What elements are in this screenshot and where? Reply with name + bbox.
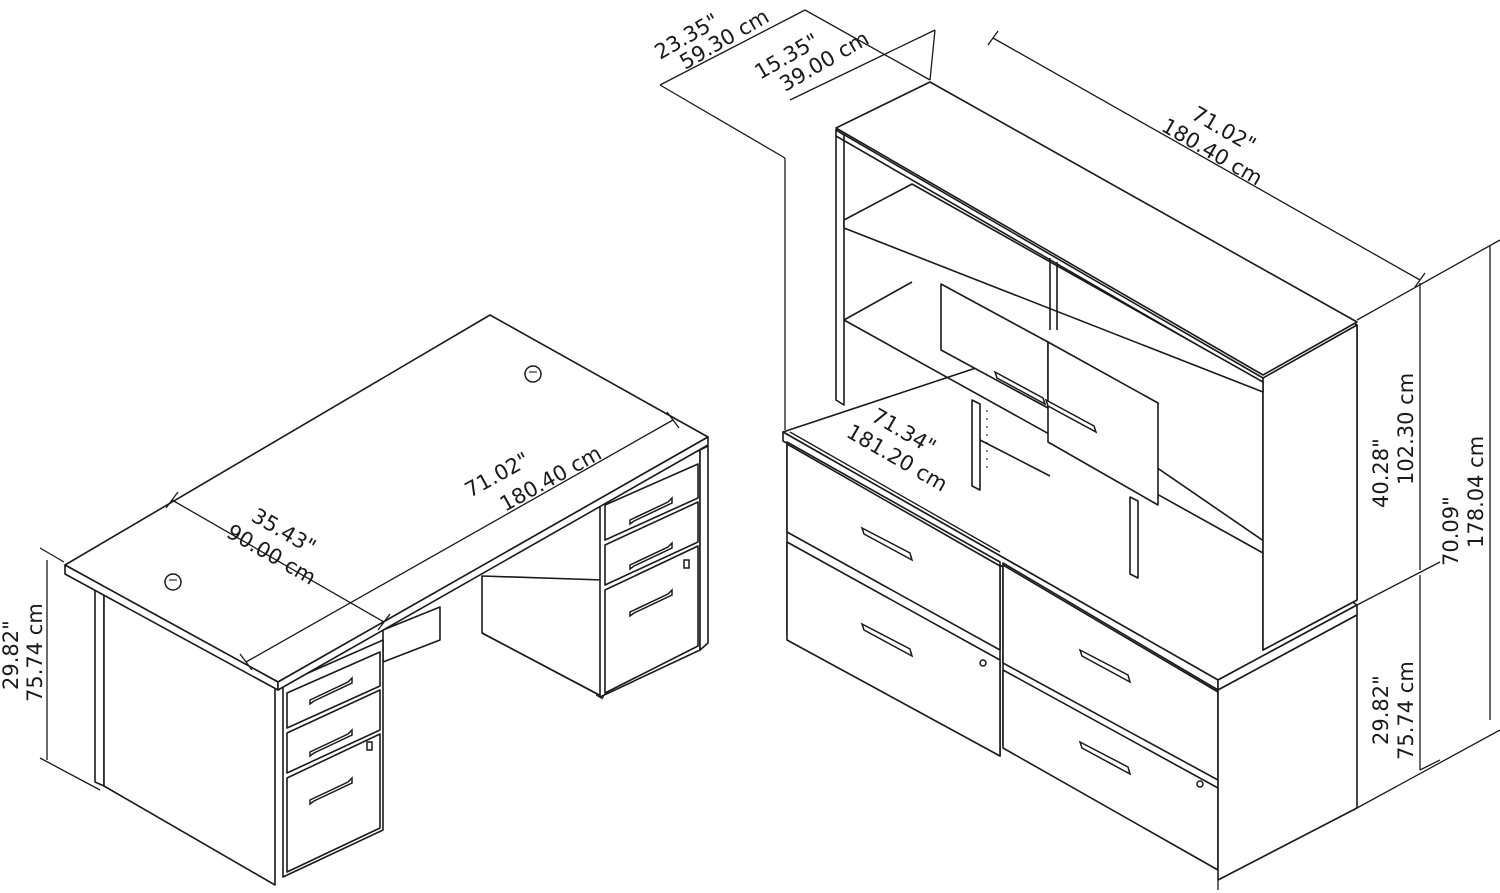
desk-left-handle-1 bbox=[309, 676, 353, 706]
desk-left-panel-leg bbox=[94, 585, 105, 787]
desk-width-dimension-line bbox=[239, 411, 680, 671]
desk-height-inches: 29.82" bbox=[0, 620, 23, 690]
hutch-height-inches: 40.28" bbox=[1369, 438, 1393, 508]
hutch-credenza-drawing: 23.35" 59.30 cm 15.35" 39.00 cm 71.02" 1… bbox=[651, 4, 1500, 890]
total-height-cm: 178.04 cm bbox=[1464, 436, 1488, 548]
desk-left-drawer-file bbox=[286, 733, 381, 873]
credenza-right-handle-2 bbox=[1078, 740, 1132, 776]
hutch-door-right bbox=[1047, 341, 1159, 506]
desk-grommet-front-icon bbox=[164, 573, 182, 591]
desk-grommet-back-icon bbox=[524, 365, 542, 383]
credenza-left-lock-icon bbox=[979, 659, 987, 667]
desk-right-leg bbox=[699, 445, 709, 651]
total-height-inches: 70.09" bbox=[1439, 496, 1463, 566]
hutch-height-cm: 102.30 cm bbox=[1394, 373, 1418, 485]
desk-height-dimension-line bbox=[39, 547, 101, 791]
credenza-right-handle-1 bbox=[1078, 648, 1132, 684]
desk-drawing: 71.02" 180.40 cm 35.43" 90.00 cm 29.82" … bbox=[0, 314, 709, 886]
desk-left-handle-2 bbox=[309, 728, 353, 758]
desk-depth-dimension-line bbox=[165, 491, 391, 631]
desk-right-handle-3 bbox=[629, 588, 673, 618]
credenza-height-cm: 75.74 cm bbox=[1394, 661, 1418, 760]
hutch-dimension-lines bbox=[659, 9, 1500, 890]
hutch-lower-divider bbox=[1129, 496, 1139, 579]
hutch-door-right-handle bbox=[1044, 398, 1098, 434]
credenza-left-handle-1 bbox=[860, 526, 914, 562]
hutch-center-divider bbox=[971, 399, 981, 491]
desk-left-lock-icon bbox=[366, 741, 373, 751]
desk-right-handle-2 bbox=[629, 541, 673, 571]
hutch-upper-shelf bbox=[843, 183, 1264, 393]
desk-right-drawer-top bbox=[604, 463, 699, 541]
desk-right-drawer-file bbox=[604, 545, 699, 694]
desk-right-drawer-middle bbox=[604, 501, 699, 586]
desk-height-cm: 75.74 cm bbox=[23, 603, 47, 702]
desk-back-pedestal bbox=[481, 575, 604, 698]
desk-left-handle-3 bbox=[309, 776, 353, 806]
credenza-left-drawer-bottom bbox=[786, 541, 1001, 757]
hutch-right-side bbox=[1262, 324, 1358, 651]
hutch-top bbox=[835, 81, 1358, 376]
desk-right-handle-1 bbox=[629, 496, 673, 526]
desk-top-edge-right bbox=[277, 436, 709, 691]
hutch-door-left-handle bbox=[993, 370, 1047, 406]
credenza-right-lock-icon bbox=[1196, 780, 1204, 788]
hutch-left-side bbox=[835, 129, 845, 406]
desk-right-lock-icon bbox=[683, 559, 690, 569]
credenza-height-inches: 29.82" bbox=[1369, 675, 1393, 745]
credenza-left-handle-2 bbox=[860, 622, 914, 658]
